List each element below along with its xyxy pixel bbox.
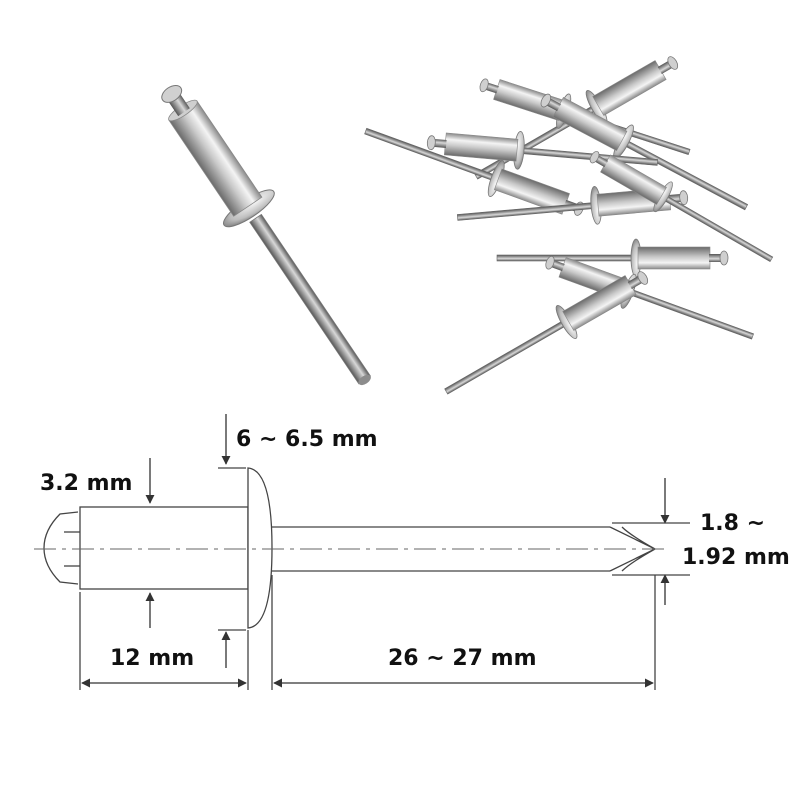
pile-rivet	[474, 56, 679, 180]
pile-rivet	[540, 93, 749, 211]
photo-mandrel-head	[161, 84, 183, 103]
mandrel-diameter-label-line2: 1.92 mm	[682, 545, 790, 570]
mandrel-diameter-label-line1: 1.8 ~	[700, 511, 765, 536]
pile-rivet	[426, 131, 659, 170]
drawing-flange	[247, 467, 273, 629]
pile-rivet	[589, 151, 774, 263]
rivet-pile-photo	[364, 56, 774, 395]
body-diameter-label: 3.2 mm	[40, 471, 132, 496]
rivet-technical-drawing	[34, 414, 690, 690]
drawing-rivet-body	[79, 506, 249, 590]
photo-mandrel-tip	[358, 374, 371, 386]
photo-rivet-body	[168, 100, 263, 217]
body-length-label: 12 mm	[110, 646, 194, 671]
photo-mandrel	[249, 213, 371, 385]
drawing-mandrel-head	[43, 511, 79, 585]
pile-rivet	[496, 238, 729, 278]
head-diameter-label: 6 ~ 6.5 mm	[236, 427, 378, 452]
pile-rivet	[444, 271, 649, 395]
mandrel-length-label: 26 ~ 27 mm	[388, 646, 537, 671]
single-rivet-photo	[161, 84, 371, 386]
